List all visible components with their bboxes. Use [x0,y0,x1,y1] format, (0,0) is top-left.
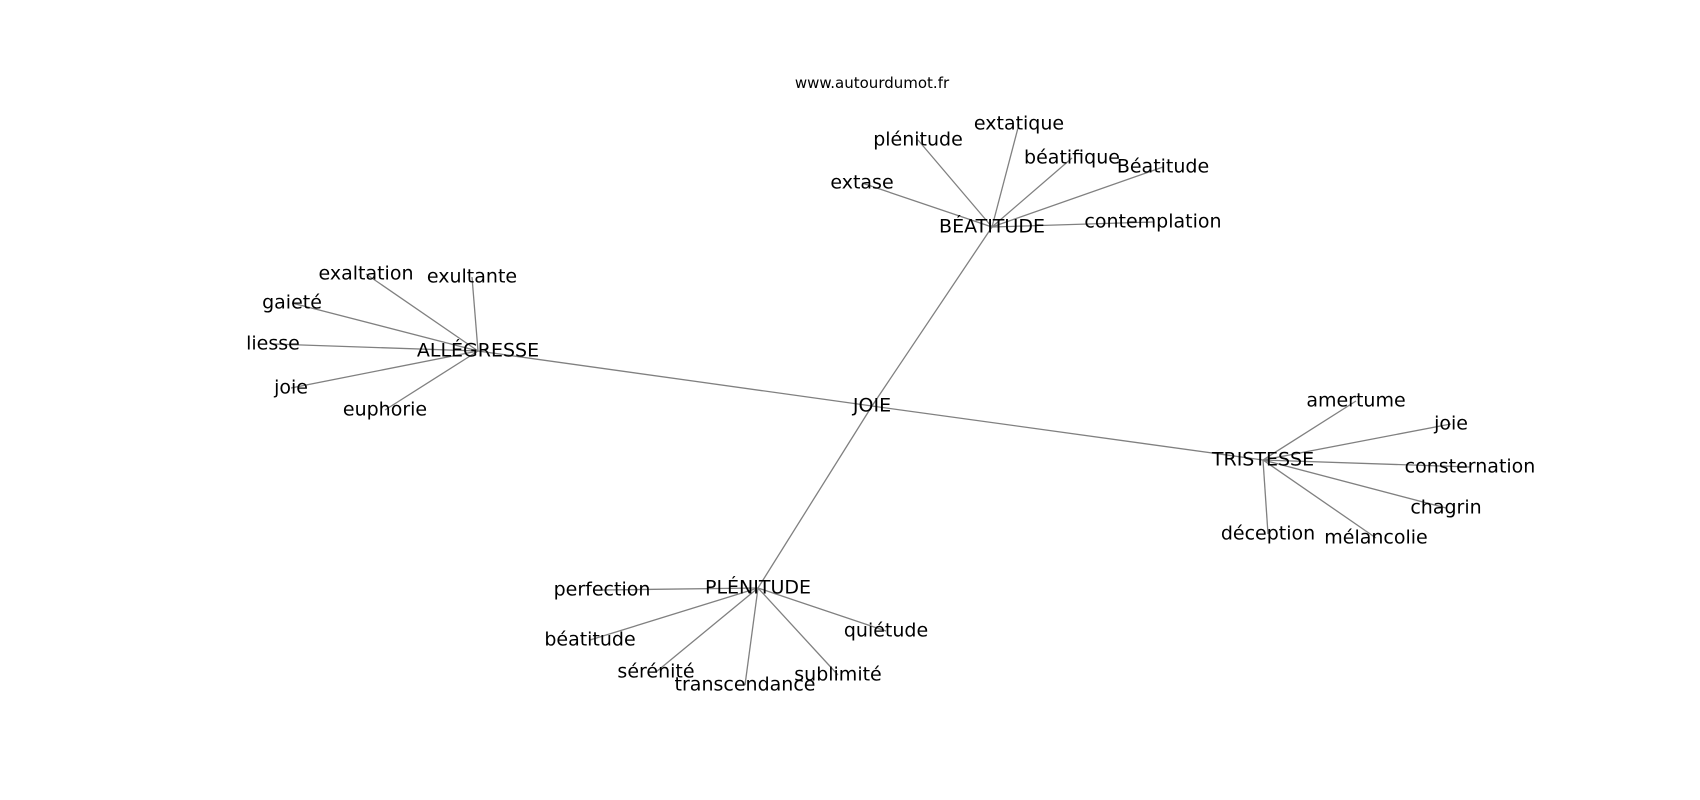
leaf-node-label: sérénité [617,661,694,683]
hub-node-label: BÉATITUDE [939,215,1045,238]
leaf-node-label: joie [273,377,308,399]
leaf-node-label: gaieté [262,292,322,314]
leaf-node-label: extase [830,172,893,194]
edge-hub-to-leaf [861,182,993,228]
edge-hub-to-leaf [1262,459,1269,535]
center-node-label: JOIE [852,395,891,417]
edge-hub-to-leaf [291,302,479,352]
edge-hub-to-leaf [991,166,1164,228]
edge-hub-to-leaf [272,343,479,352]
edge-layer [272,123,1471,686]
edge-center-to-hub [757,405,873,589]
edge-center-to-hub [477,350,873,407]
edge-hub-to-leaf [757,587,839,676]
edge-center-to-hub [871,405,1264,461]
edge-hub-to-leaf [601,587,759,591]
leaf-node-label: plénitude [873,129,963,151]
hub-node-label: PLÉNITUDE [705,576,811,599]
source-watermark: www.autourdumot.fr [795,74,950,92]
hub-node-label: ALLÉGRESSE [417,339,539,362]
edge-hub-to-leaf [384,350,479,411]
edge-hub-to-leaf [290,350,479,389]
leaf-node-label: exultante [427,266,517,288]
edge-hub-to-leaf [1262,459,1377,539]
leaf-node-label: Béatitude [1117,156,1209,178]
edge-hub-to-leaf [917,139,993,228]
leaf-node-label: extatique [974,113,1064,135]
leaf-node-label: transcendance [675,674,816,696]
node-layer: JOIE BÉATITUDE extase plénitude extatique béa… [246,113,1535,696]
leaf-node-label: sublimité [794,664,882,686]
leaf-node-label: amertume [1306,390,1405,412]
leaf-node-label: exaltation [318,263,413,285]
leaf-node-label: euphorie [343,399,427,421]
hub-node-label: TRISTESSE [1211,449,1314,471]
leaf-node-label: chagrin [1410,497,1481,519]
leaf-node-label: mélancolie [1324,527,1427,549]
leaf-node-label: perfection [554,579,651,601]
edge-hub-to-leaf [991,157,1073,228]
leaf-node-label: quiétude [844,620,928,642]
leaf-node-label: béatifique [1024,147,1120,169]
edge-center-to-hub [871,226,993,407]
edge-hub-to-leaf [991,221,1154,228]
edge-hub-to-leaf [1262,459,1471,468]
edge-hub-to-leaf [991,123,1020,228]
edge-hub-to-leaf [471,276,479,352]
edge-hub-to-leaf [365,273,479,352]
leaf-node-label: joie [1433,413,1468,435]
leaf-node-label: béatitude [544,629,635,651]
edge-hub-to-leaf [1262,423,1452,461]
edge-hub-to-leaf [655,587,759,673]
edge-hub-to-leaf [589,587,759,641]
edge-hub-to-leaf [744,587,759,686]
leaf-node-label: consternation [1405,456,1536,478]
leaf-node-label: déception [1221,523,1315,545]
edge-hub-to-leaf [1262,400,1357,461]
leaf-node-label: contemplation [1084,211,1221,233]
edge-hub-to-leaf [1262,459,1447,509]
leaf-node-label: liesse [246,333,300,355]
edge-hub-to-leaf [757,587,887,632]
